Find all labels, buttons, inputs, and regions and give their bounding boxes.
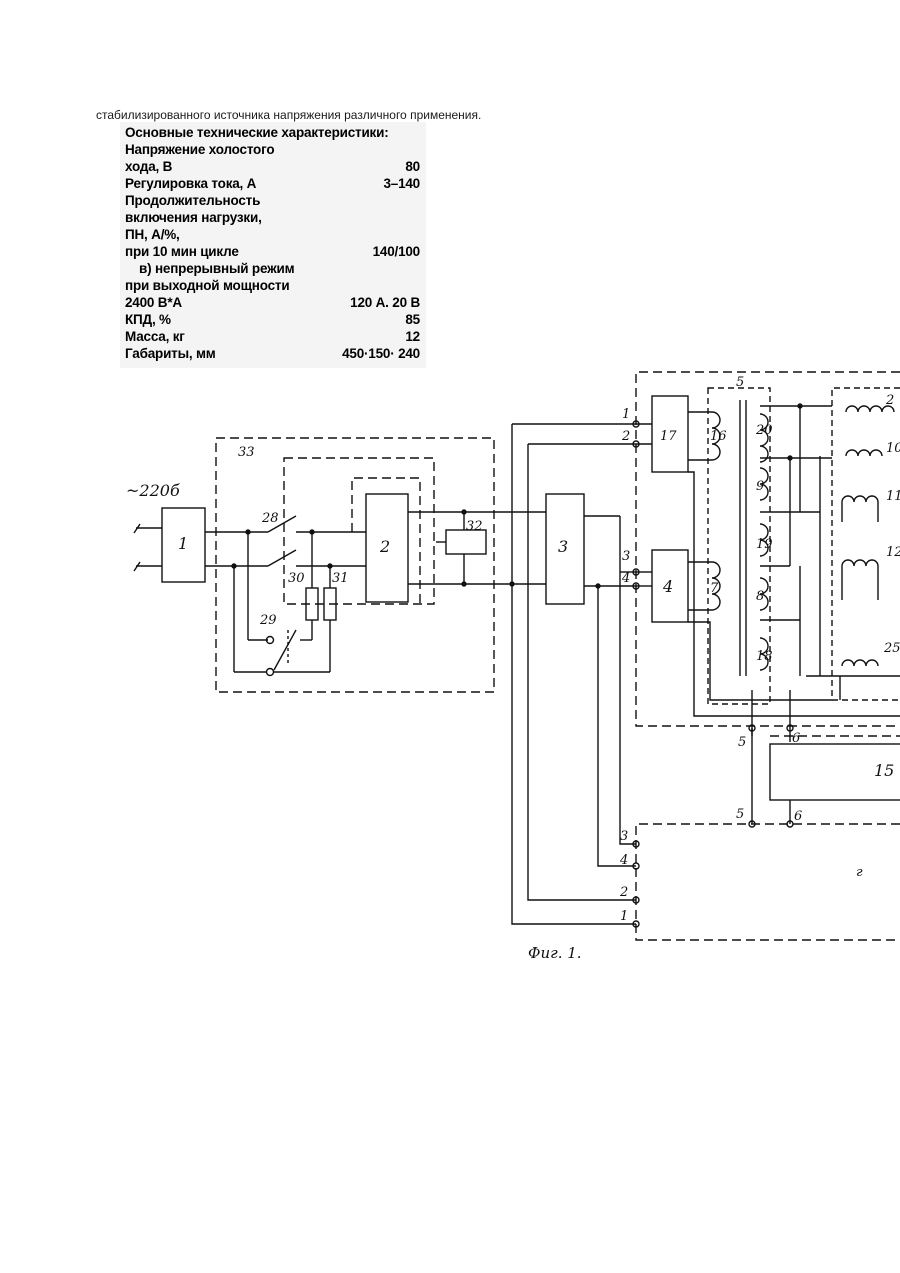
winding-20: [760, 414, 768, 462]
enclosure-5-label: 5: [736, 375, 744, 390]
spec-row: КПД, % 85: [125, 311, 420, 328]
input-voltage-label: ~220б: [126, 481, 180, 500]
winding-20-label: 20: [755, 423, 773, 438]
spec-label: при выходной мощности: [125, 277, 289, 294]
spec-label: Напряжение холостого: [125, 141, 274, 158]
winding-25: [842, 660, 878, 666]
spec-value: 140/100: [373, 243, 420, 260]
specs-rows: Напряжение холостогохода, В80Регулировка…: [125, 141, 420, 362]
spec-label: в) непрерывный режим: [139, 260, 294, 277]
switch-28-label: 28: [261, 511, 279, 526]
spec-row: Продолжительность: [125, 192, 420, 209]
intro-text: стабилизированного источника напряжения …: [96, 108, 481, 122]
enclosure-33-label: 33: [238, 445, 255, 460]
enclosure-inner: [284, 458, 434, 604]
switch-28b: [268, 550, 296, 566]
spec-row: Регулировка тока, А 3–140: [125, 175, 420, 192]
circuit-schematic: ~220б 1 33 28 30 31 29 2 32 3: [0, 360, 900, 970]
pin-5a-label: 5: [738, 735, 746, 750]
spec-row: включения нагрузки,: [125, 209, 420, 226]
spec-row: 2400 В*А 120 А. 20 В: [125, 294, 420, 311]
winding-18-label: 18: [756, 649, 773, 664]
resistor-31-label: 31: [332, 571, 349, 586]
spec-label: при 10 мин цикле: [125, 243, 239, 260]
block-15-label: 15: [874, 761, 894, 780]
spec-row: при 10 мин цикле 140/100: [125, 243, 420, 260]
winding-2-label: 2: [885, 393, 894, 408]
spec-label: хода, В: [125, 158, 172, 175]
figure-caption: Фиг. 1.: [528, 944, 582, 962]
spec-value: 80: [405, 158, 420, 175]
switch-29: [274, 630, 296, 670]
pin-1-label: 1: [622, 407, 630, 422]
spec-row: Масса, кг 12: [125, 328, 420, 345]
block-2-label: 2: [379, 537, 390, 556]
winding-7-label: 7: [710, 581, 719, 596]
block-32-label: 32: [466, 519, 483, 534]
spec-label: Продолжительность: [125, 192, 260, 209]
spec-row: хода, В 80: [125, 158, 420, 175]
spec-label: включения нагрузки,: [125, 209, 262, 226]
spec-value: 12: [405, 328, 420, 345]
spec-label: 2400 В*А: [125, 294, 182, 311]
winding-12-label: 12: [886, 545, 900, 560]
specs-table: Основные технические характеристики: Нап…: [120, 122, 426, 368]
switch-29-label: 29: [259, 613, 277, 628]
winding-11-label: 11: [886, 489, 900, 504]
block-17-label: 17: [660, 429, 677, 444]
winding-16-label: 16: [710, 429, 727, 444]
resistor-30-label: 30: [288, 571, 305, 586]
spec-row: в) непрерывный режим: [125, 260, 420, 277]
winding-9-label: 9: [756, 479, 764, 494]
winding-12: [842, 560, 878, 600]
block-g-enclosure: [636, 824, 900, 940]
block-1-label: 1: [178, 534, 188, 553]
spec-value: 3–140: [383, 175, 420, 192]
spec-label: Масса, кг: [125, 328, 185, 345]
pin-q1-label: 1: [620, 909, 628, 924]
winding-8-label: 8: [756, 589, 764, 604]
winding-19-label: 19: [756, 537, 773, 552]
block-g-label: г: [856, 865, 863, 880]
spec-label: КПД, %: [125, 311, 171, 328]
pin-4-label: 4: [621, 571, 630, 586]
winding-11: [842, 496, 878, 522]
spec-label: Регулировка тока, А: [125, 175, 256, 192]
input-terminals: [134, 524, 162, 571]
winding-10: [846, 450, 882, 456]
enclosure-33: [216, 438, 494, 692]
pin-2-label: 2: [621, 429, 630, 444]
spec-row: при выходной мощности: [125, 277, 420, 294]
spec-value: 85: [405, 311, 420, 328]
block-3-label: 3: [558, 537, 568, 556]
winding-10-label: 10: [886, 441, 900, 456]
block-4-label: 4: [662, 577, 673, 596]
spec-row: Напряжение холостого: [125, 141, 420, 158]
pin-q2-label: 2: [619, 885, 628, 900]
pin-5b-label: 5: [736, 807, 744, 822]
pin-q3-label: 3: [620, 829, 628, 844]
spec-label: ПН, А/%,: [125, 226, 180, 243]
spec-value: 120 А. 20 В: [350, 294, 420, 311]
spec-row: ПН, А/%,: [125, 226, 420, 243]
pin-3-label: 3: [622, 549, 630, 564]
winding-25-label: 25: [883, 641, 900, 656]
pin-6b-label: 6: [794, 809, 802, 824]
specs-heading: Основные технические характеристики:: [125, 124, 420, 141]
